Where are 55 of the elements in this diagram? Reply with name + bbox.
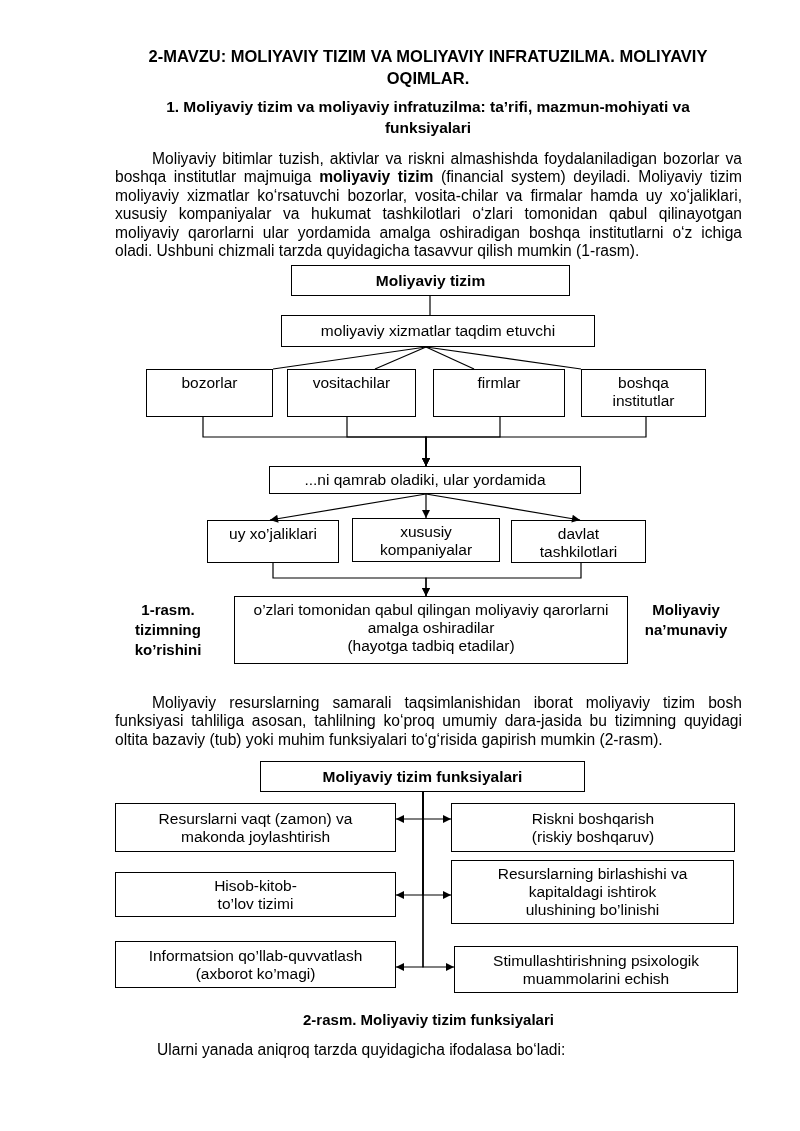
arrow	[422, 791, 455, 971]
process-box	[269, 466, 581, 494]
process-box	[115, 872, 396, 917]
process-box	[115, 803, 396, 852]
box-label: vositachilar	[312, 374, 391, 392]
process-box	[207, 520, 339, 563]
connector-line	[425, 346, 582, 370]
process-box	[146, 369, 273, 417]
box-label: Riskni boshqarish (riskiy boshqaruv)	[530, 809, 656, 846]
box-label: Informatsion qo’llab-quvvatlash (axborot ko’magi)	[147, 946, 364, 983]
section-heading: 1. Moliyaviy tizim va moliyaviy infratuzilma: ta’rifi, mazmun-mohiyati va funksiyalari	[165, 97, 691, 138]
process-box	[511, 520, 646, 563]
box-label: (hayotga tadbiq etadilar)	[347, 637, 515, 655]
body-paragraph: Moliyaviy bitimlar tuzish, aktivlar va riskni almashishda foydalaniladigan bozorlar va boshqa institutlar majmuiga moliyaviy tizim (financial system) deyiladi. Moliyaviy tizim moliyaviy xizmatlar ko‘rsatuvchi bozorlar, vosita-chilar va firmalar hamda uy xo‘jaliklari, xususiy kompaniyalar va hukumat tashkilotlari o‘zlari tomonidan qabul qilinayotgan moliyaviy qarorlarni ular yordamida amalga oshiradigan boshqa institutlarni o‘z ichiga oladi. Ushbuni chizmali tarzda quyidagicha tasavvur qilish mumkin (1-rasm).	[115, 150, 742, 261]
process-box	[433, 369, 565, 417]
body-paragraph: Moliyaviy resurslarning samarali taqsimlanishidan iborat moliyaviy tizim bosh funksiyasi tahliliga asosan, tahlilning ko‘proq umumiy dara-jasida bu tizimning quyidagi oltita bazaviy (tub) yoki muhim funksiyalari to‘g‘risida gapirish mumkin (2-rasm).	[115, 694, 742, 750]
connector-line	[425, 346, 475, 370]
box-label: o’zlari tomonidan qabul qilingan moliyaviy qarorlarni amalga oshiradilar	[252, 601, 610, 637]
connector-line	[374, 346, 427, 370]
box-label: xususiy kompaniyalar	[378, 523, 474, 559]
box-label: Hisob-kitob- to’lov tizimi	[213, 876, 298, 913]
box-label: Stimullashtirishning psixologik muammolarini echish	[492, 951, 700, 988]
box-label: ...ni qamrab oladiki, ular yordamida	[304, 471, 546, 489]
box-label: firmlar	[477, 374, 521, 392]
figure-caption: 1-rasm. tizimning ko’rishini	[133, 600, 203, 660]
box-label: Resurslarning birlashishi va kapitaldagi ishtirok ulushining bo’linishi	[496, 865, 689, 919]
box-label: davlat tashkilotlari	[538, 525, 619, 561]
box-label: Moliyaviy tizim	[375, 271, 486, 290]
figure-caption: 2-rasm. Moliyaviy tizim funksiyalari	[302, 1010, 555, 1030]
page-title: 2-MAVZU: MOLIYAVIY TIZIM VA MOLIYAVIY INFRATUZILMA. MOLIYAVIY OQIMLAR.	[147, 46, 709, 89]
box-label: moliyaviy xizmatlar taqdim etuvchi	[320, 322, 556, 340]
box-label: boshqa institutlar	[611, 374, 676, 410]
arrow	[422, 562, 582, 597]
process-box	[451, 803, 735, 852]
process-box	[287, 369, 416, 417]
process-box	[454, 946, 738, 993]
box-label: uy xo’jaliklari	[229, 525, 317, 543]
connector-line	[429, 295, 431, 316]
figure-caption: Moliyaviy na’munaviy	[643, 600, 729, 640]
box-label: Moliyaviy tizim funksiyalari	[322, 767, 523, 786]
box-label: bozorlar	[181, 374, 238, 392]
process-box	[281, 315, 595, 347]
process-box	[291, 265, 570, 296]
process-box	[115, 941, 396, 988]
process-box	[234, 596, 628, 664]
process-box	[260, 761, 585, 792]
arrow	[422, 416, 647, 467]
arrow	[425, 493, 581, 523]
arrow	[422, 493, 430, 519]
process-box	[581, 369, 706, 417]
arrow	[269, 493, 427, 523]
body-paragraph: Ularni yanada aniqroq tarzda quyidagicha ifodalasa bo‘ladi:	[156, 1041, 567, 1060]
box-label: Resurslarni vaqt (zamon) va makonda joylashtirish	[157, 809, 354, 846]
process-box	[451, 860, 734, 924]
process-box	[352, 518, 500, 562]
